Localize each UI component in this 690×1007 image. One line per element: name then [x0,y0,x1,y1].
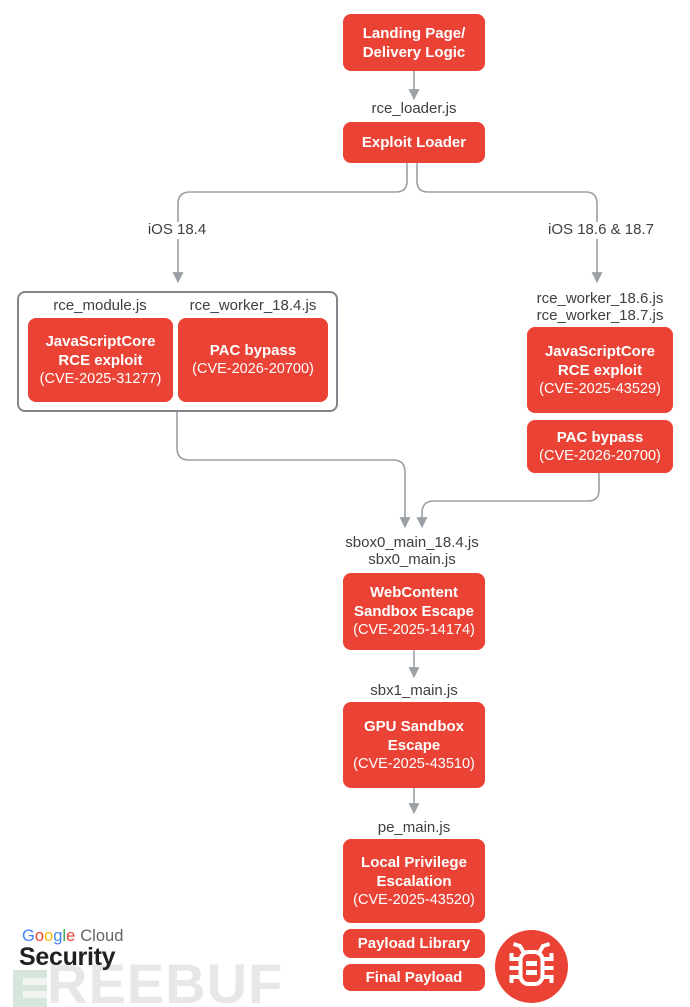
file-label-sbox0-main-18-4: sbox0_main_18.4.js [345,534,479,551]
file-label-sbox0: sbox0_main_18.4.js sbx0_main.js [341,534,483,568]
google-letter: o [34,927,45,945]
file-label-pe-main: pe_main.js [373,819,455,837]
gpu-sandbox-escape-node: GPU Sandbox Escape (CVE-2025-43510) [343,702,485,788]
final-payload-node: Final Payload [343,964,485,991]
pac-18-4-cve: (CVE-2026-20700) [192,361,314,377]
gpu-line2: Escape [387,736,441,754]
jsc-18-6-line2: RCE exploit [557,361,643,379]
exploit-loader-label: Exploit Loader [361,134,467,151]
payload-library-label: Payload Library [357,935,471,952]
freebuf-logo-bar [23,978,47,985]
arrow-right-merge [416,473,600,529]
jsc-rce-exploit-18-6-node: JavaScriptCore RCE exploit (CVE-2025-435… [527,327,673,413]
google-letter: e [66,927,76,945]
bug-icon [495,930,568,1003]
branch-label-ios-18-4: iOS 18.4 [143,221,211,239]
google-wordmark: Google [22,927,75,945]
jsc-18-4-line1: JavaScriptCore [45,332,156,350]
pac-18-6-cve: (CVE-2026-20700) [539,447,661,464]
pac-18-4-line1: PAC bypass [209,342,297,359]
gpu-cve: (CVE-2025-43510) [353,755,475,772]
lpe-cve: (CVE-2025-43520) [353,891,475,908]
arrow-branch-ios-18-6 [416,163,603,284]
lpe-line2: Escalation [376,872,452,890]
landing-page-line1: Landing Page/ [362,24,466,42]
jsc-18-4-cve: (CVE-2025-31277) [39,370,162,387]
webcontent-line2: Sandbox Escape [353,603,475,620]
exploit-loader-node: Exploit Loader [343,122,485,163]
google-letter: G [22,927,35,945]
webcontent-sandbox-escape-node: WebContent Sandbox Escape (CVE-2025-1417… [343,573,485,650]
jsc-rce-exploit-18-4-node: JavaScriptCore RCE exploit (CVE-2025-312… [28,318,173,402]
freebuf-logo-bar [23,991,47,998]
file-label-sbx1-main: sbx1_main.js [366,682,462,700]
pac-bypass-18-4-node: PAC bypass (CVE-2026-20700) [178,318,328,402]
cloud-label: Cloud [80,927,124,945]
file-label-rce-worker-18-6-18-7: rce_worker_18.6.js rce_worker_18.7.js [532,290,668,324]
freebuf-watermark: REEBUF [13,956,283,1007]
file-label-rce-module: rce_module.js [53,297,147,314]
local-privilege-escalation-node: Local Privilege Escalation (CVE-2025-435… [343,839,485,923]
file-label-sbx0-main: sbx0_main.js [368,550,456,568]
payload-library-node: Payload Library [343,929,485,958]
arrow-branch-ios-18-4 [172,163,408,284]
google-letter: g [53,927,63,945]
arrow-left-merge [176,412,411,529]
file-label-rce-loader: rce_loader.js [367,100,461,118]
file-label-rce-worker-18-7: rce_worker_18.7.js [536,306,664,324]
lpe-line1: Local Privilege [361,853,467,871]
jsc-18-6-cve: (CVE-2025-43529) [539,380,661,397]
security-wordmark: Security [19,943,116,971]
jsc-18-4-line2: RCE exploit [58,351,143,369]
freebuf-logo-mark-icon [13,970,47,1007]
google-letter: o [44,927,54,945]
gpu-line1: GPU Sandbox [363,717,464,735]
final-payload-label: Final Payload [365,969,463,986]
google-letter: l [62,927,67,945]
jsc-18-6-line1: JavaScriptCore [544,342,656,360]
landing-page-line2: Delivery Logic [362,43,466,61]
file-label-rce-worker-18-4: rce_worker_18.4.js [189,297,317,314]
webcontent-cve: (CVE-2025-14174) [353,622,475,638]
landing-page-node: Landing Page/ Delivery Logic [343,14,485,71]
file-label-rce-worker-18-6: rce_worker_18.6.js [536,290,664,307]
pac-bypass-18-6-node: PAC bypass (CVE-2026-20700) [527,420,673,473]
webcontent-line1: WebContent [369,584,459,601]
branch-label-ios-18-6-18-7: iOS 18.6 & 18.7 [544,221,658,239]
watermark-text: REEBUF [47,952,284,1007]
pac-18-6-line1: PAC bypass [556,428,644,446]
